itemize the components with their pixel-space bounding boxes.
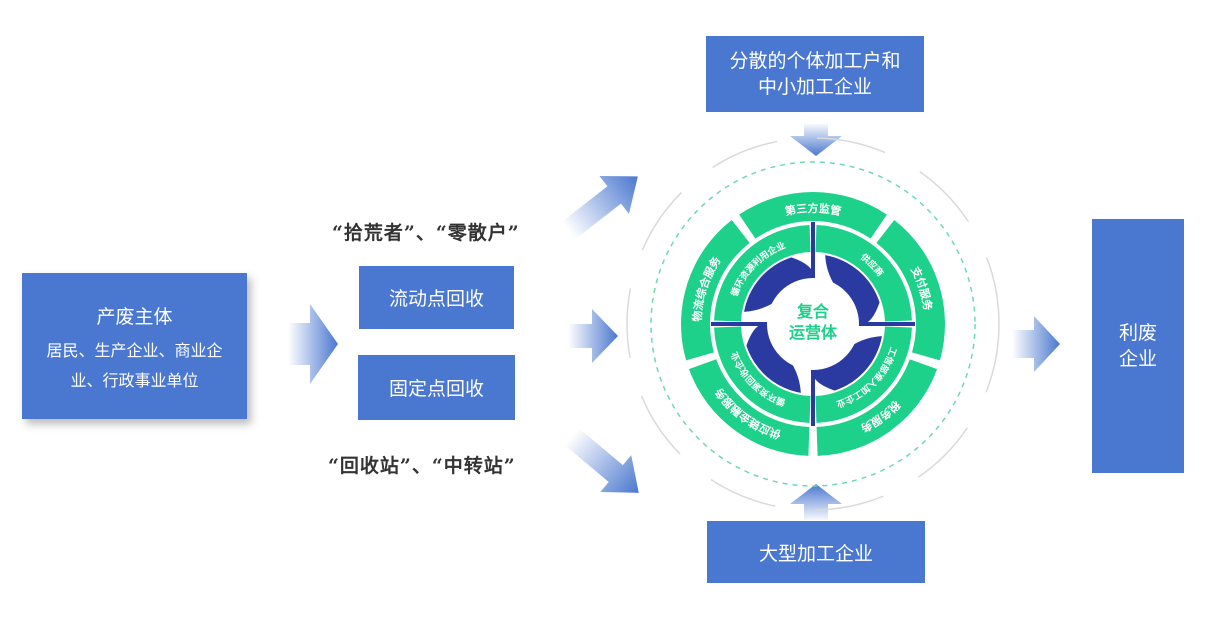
outer-segment-3 [816,359,938,456]
large-processors-label: 大型加工企业 [758,542,873,565]
hub-center-line1: 复合 [796,302,830,321]
small-processors-line1: 分散的个体加工户和 [729,50,901,72]
producer-line2: 业、行政事业单位 [70,370,199,390]
small-processors-box: 分散的个体加工户和 中小加工企业 [706,36,924,112]
recycler-line2: 企业 [1118,348,1157,370]
hub-outer-halo [626,137,1000,511]
producer-box: 产废主体 居民、生产企业、商业企 业、行政事业单位 [22,273,247,419]
producer-title: 产废主体 [96,305,173,328]
arrow-hub-to-recycler [1012,316,1060,372]
arrow-up-to-hub [561,176,638,240]
mobile-point-label: 流动点回收 [388,288,484,310]
inner-segment-2 [815,225,912,322]
fixed-point-label: 固定点回收 [388,378,484,400]
hub-petal-4 [746,323,801,393]
arrow-producer-to-collection [288,304,338,384]
arrow-bottom-box-to-hub [790,484,842,520]
outer-segment-2 [876,219,945,361]
arrow-top-box-to-hub [790,124,842,156]
outer-segment-5 [681,219,750,361]
producer-line1: 居民、生产企业、商业企 [46,340,223,360]
arrow-collection-to-hub [568,309,618,363]
mobile-point-box: 流动点回收 [359,266,514,329]
hub-petal-3 [812,336,882,391]
outer-segment-label-1: 第三方监管 [784,201,843,218]
small-processors-line2: 中小加工企业 [757,76,872,98]
mobile-point-note: “拾荒者”、“零散户” [332,222,520,244]
fixed-point-box: 固定点回收 [358,355,515,420]
fixed-point-note: “回收站”、“中转站” [328,455,516,477]
recycler-box: 利废 企业 [1092,219,1184,473]
hub-center-disc [767,278,859,370]
hub-petal-2 [825,255,880,325]
hub-petals [744,255,882,393]
outer-segment-1 [739,191,887,239]
inner-segment-3 [815,326,912,423]
large-processors-box: 大型加工企业 [707,521,925,583]
inner-segment-4 [714,326,811,423]
arrow-down-to-hub [564,427,639,493]
hub-dashed-ring [650,161,976,487]
outer-segment-4 [688,359,810,456]
inner-segment-1 [714,225,811,322]
hub-petal-1 [744,257,814,312]
recycler-line1: 利废 [1118,322,1157,344]
hub-center-line2: 运营体 [789,323,838,342]
